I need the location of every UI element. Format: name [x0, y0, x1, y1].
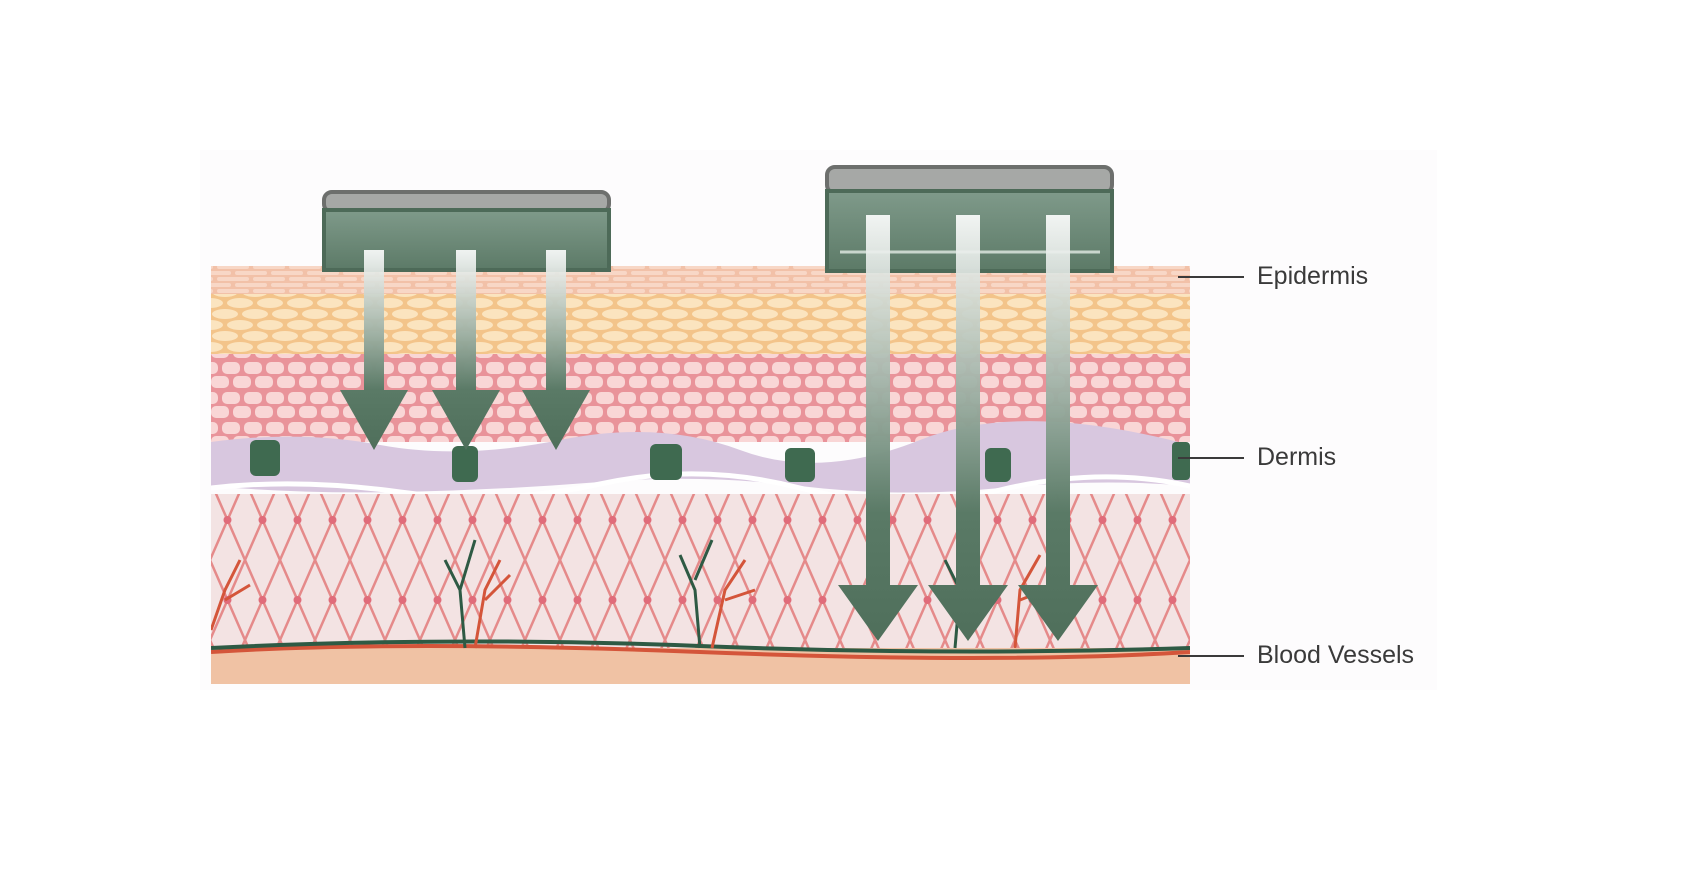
- melanocytes: [250, 440, 1190, 482]
- arrow-down-icon: [522, 250, 590, 450]
- shallow-energy-arrows: [340, 250, 590, 450]
- basement-membrane: [211, 471, 1190, 505]
- arrow-down-icon: [1018, 215, 1098, 641]
- blood-vessels-label: Blood Vessels: [1257, 641, 1415, 669]
- arrow-down-icon: [432, 250, 500, 450]
- deep-energy-arrows: [838, 215, 1098, 641]
- dermis-label: Dermis: [1257, 443, 1337, 471]
- skin-layers: [211, 266, 1190, 684]
- granular-layer: [211, 294, 1190, 354]
- arrow-down-icon: [340, 250, 408, 450]
- epidermis-label: Epidermis: [1257, 262, 1369, 290]
- arrow-down-icon: [838, 215, 918, 641]
- dermis-leader-line: [1178, 457, 1244, 459]
- epidermis-leader-line: [1178, 276, 1244, 278]
- blood-vessels-leader-line: [1178, 655, 1244, 657]
- dermis-layer: [211, 494, 1190, 650]
- arrow-down-icon: [928, 215, 1008, 641]
